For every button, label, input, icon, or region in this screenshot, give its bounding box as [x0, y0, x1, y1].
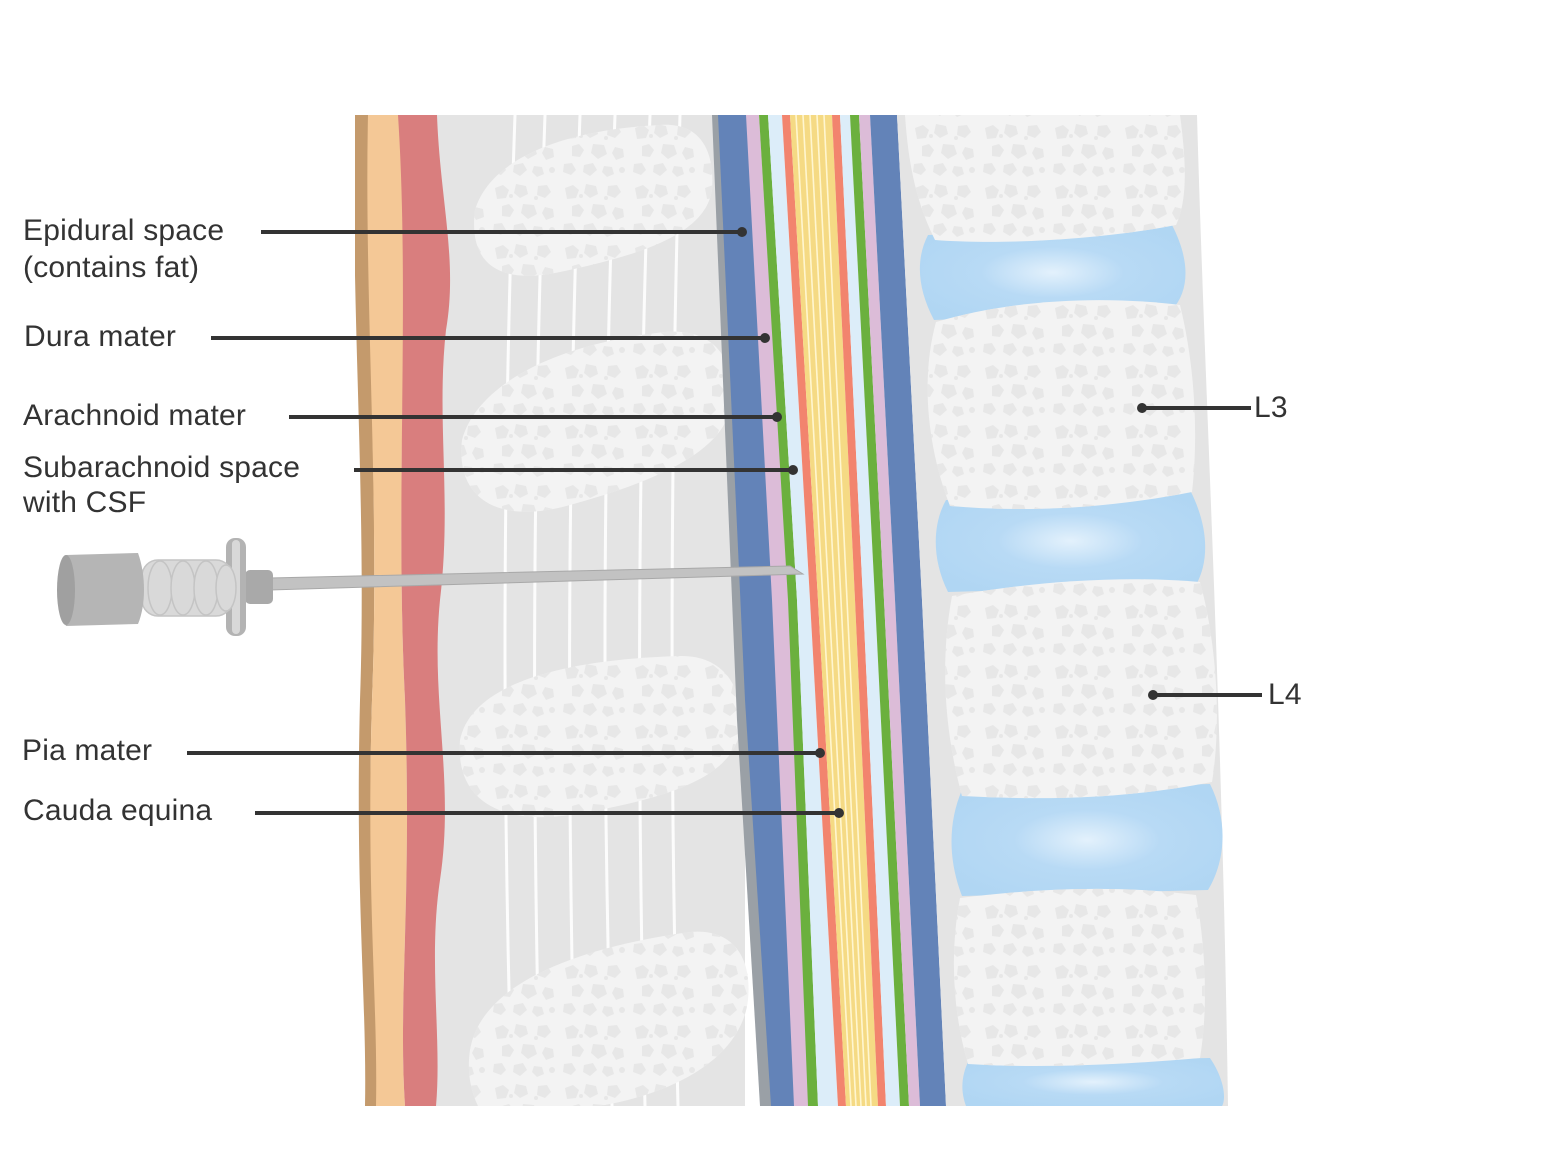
label-epidural-space-note: (contains fat)	[23, 251, 200, 284]
leader-l4-dot	[1148, 690, 1158, 700]
muscle-layer	[398, 115, 451, 1106]
epidural-space-posterior	[718, 115, 796, 1106]
arachnoid-mater-anterior	[850, 115, 909, 1106]
label-dura-mater: Dura mater	[24, 320, 177, 353]
label-arachnoid-mater: Arachnoid mater	[23, 399, 247, 432]
skin-layer	[355, 115, 379, 1106]
needle-hub-cap	[58, 553, 144, 626]
interspinous-ligament	[503, 115, 682, 1106]
dura-mater-posterior	[746, 115, 810, 1106]
leader-pia-dot	[815, 748, 825, 758]
pia-mater-posterior	[782, 115, 846, 1106]
intervertebral-discs	[919, 225, 1225, 1106]
subarachnoid-space-anterior	[840, 115, 900, 1106]
leader-epidural-dot	[737, 227, 747, 237]
label-cauda-equina: Cauda equina	[23, 794, 213, 827]
leader-subarachnoid-dot	[788, 465, 798, 475]
leader-arachnoid-dot	[772, 412, 782, 422]
needle-hub-ribs	[141, 559, 237, 617]
leader-cauda-dot	[834, 808, 844, 818]
epidural-space-anterior	[870, 115, 946, 1106]
dura-mater-anterior	[859, 115, 920, 1106]
leader-dura-dot	[760, 333, 770, 343]
label-subarachnoid-space-csf: with CSF	[23, 486, 147, 519]
label-pia-mater: Pia mater	[22, 734, 153, 767]
vertebral-bodies	[905, 115, 1217, 1066]
label-epidural-space: Epidural space	[23, 214, 225, 247]
cauda-equina-fibers	[795, 115, 872, 1106]
label-l4-vertebra: L4	[1268, 678, 1302, 711]
leader-l3-dot	[1137, 403, 1147, 413]
cauda-equina-bundle	[790, 115, 878, 1106]
arachnoid-mater-posterior	[759, 115, 818, 1106]
subcutaneous-fat-layer	[367, 115, 408, 1106]
spinal-needle	[57, 538, 805, 636]
needle-collar	[245, 570, 273, 604]
leader-lines	[187, 227, 1262, 818]
pia-mater-anterior	[832, 115, 886, 1106]
label-subarachnoid-space: Subarachnoid space	[23, 451, 301, 484]
subarachnoid-space-posterior	[768, 115, 838, 1106]
spinous-processes	[459, 124, 749, 1106]
label-l3-vertebra: L3	[1254, 391, 1288, 424]
